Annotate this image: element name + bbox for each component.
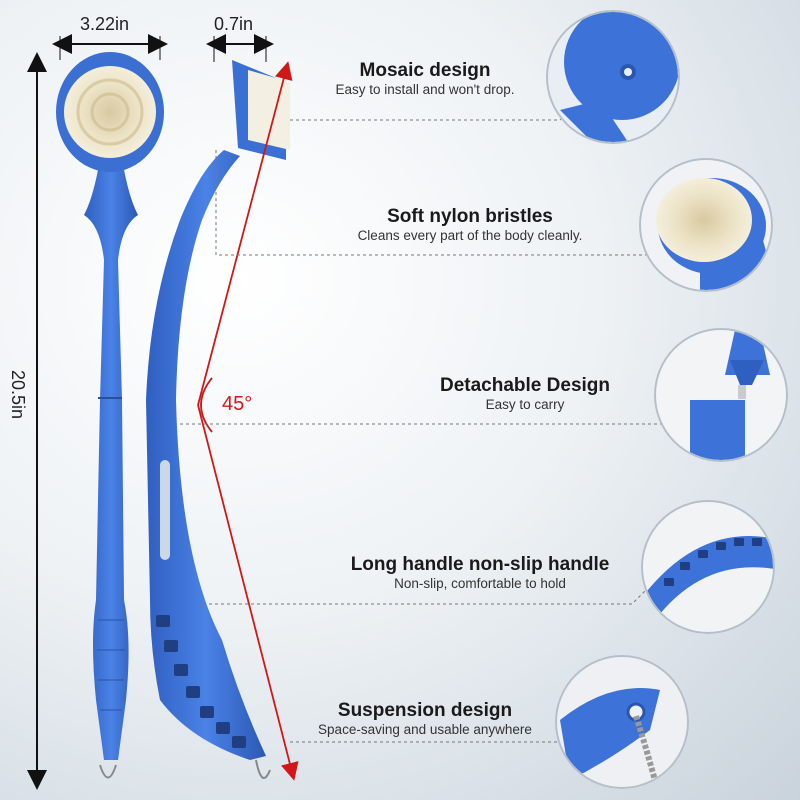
brush-side-view: [146, 60, 290, 779]
bristles-detail-circle: [639, 158, 773, 292]
feature-detachable: Detachable Design Easy to carry: [400, 375, 650, 412]
feature-bristles: Soft nylon bristles Cleans every part of…: [330, 206, 610, 243]
handle-detail-circle: [641, 500, 775, 634]
depth-dimension-arrow: [206, 34, 274, 62]
feature-title: Suspension design: [337, 700, 513, 721]
feature-subtitle: Space-saving and usable anywhere: [318, 722, 532, 737]
suspension-detail-circle: [555, 655, 689, 789]
feature-title: Long handle non-slip handle: [350, 554, 610, 575]
feature-mosaic: Mosaic design Easy to install and won't …: [290, 60, 560, 97]
brush-front-view: [56, 52, 164, 779]
detachable-detail-circle: [654, 328, 788, 462]
angle-indicator: [197, 61, 299, 781]
feature-subtitle: Non-slip, comfortable to hold: [394, 576, 566, 591]
width-dimension-arrow: [52, 34, 168, 60]
feature-subtitle: Easy to install and won't drop.: [335, 82, 515, 97]
feature-handle: Long handle non-slip handle Non-slip, co…: [330, 554, 630, 591]
length-label: 20.5in: [8, 370, 28, 420]
feature-title: Detachable Design: [440, 375, 610, 396]
feature-subtitle: Cleans every part of the body cleanly.: [357, 228, 583, 243]
depth-label: 0.7in: [214, 14, 254, 34]
leader-lines: [180, 107, 668, 743]
angle-label: 45°: [222, 393, 253, 415]
feature-title: Soft nylon bristles: [387, 206, 553, 227]
mosaic-detail-circle: [546, 10, 680, 144]
feature-suspension: Suspension design Space-saving and usabl…: [290, 700, 560, 737]
feature-subtitle: Easy to carry: [485, 397, 565, 412]
width-label: 3.22in: [80, 14, 130, 34]
feature-title: Mosaic design: [359, 60, 491, 81]
